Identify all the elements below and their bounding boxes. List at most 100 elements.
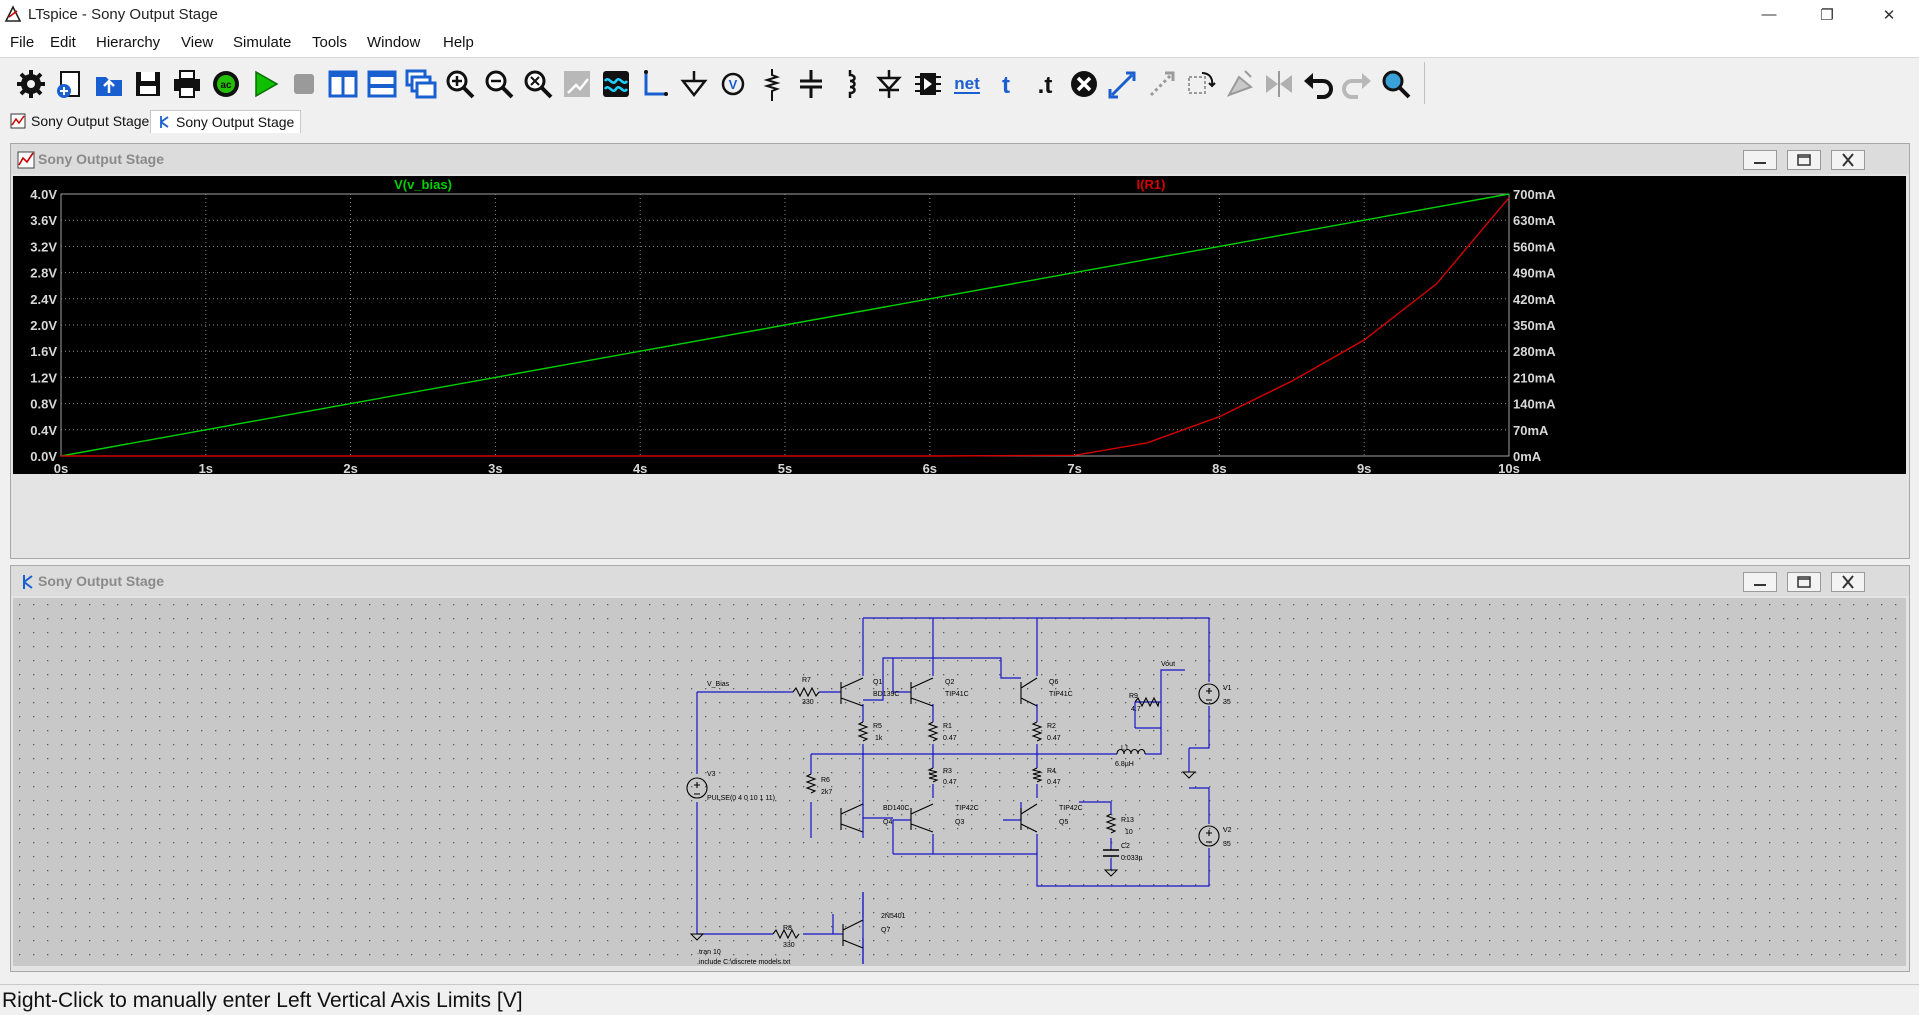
- svg-text:TIP42C: TIP42C: [955, 805, 979, 812]
- component-icon[interactable]: [911, 67, 945, 101]
- control-panel-icon[interactable]: ac: [209, 67, 243, 101]
- capacitor-icon[interactable]: [794, 67, 828, 101]
- flip-icon[interactable]: [1262, 67, 1296, 101]
- close-icon[interactable]: [1831, 572, 1865, 592]
- document-tabs: Sony Output Stage Sony Output Stage: [0, 108, 1919, 134]
- menu-window[interactable]: Window: [367, 34, 421, 51]
- mirror-icon[interactable]: [1223, 67, 1257, 101]
- voltage-sources: [686, 683, 1220, 847]
- svg-text:10: 10: [1125, 829, 1133, 836]
- svg-text:0.47: 0.47: [1047, 779, 1061, 786]
- close-icon[interactable]: ✕: [1882, 6, 1896, 24]
- save-icon[interactable]: [131, 67, 165, 101]
- right-y-tick-label: 630mA: [1513, 213, 1556, 228]
- delete-icon[interactable]: [1067, 67, 1101, 101]
- left-y-tick-label: 1.2V: [30, 370, 57, 385]
- spice-directive-icon[interactable]: .t: [1028, 67, 1062, 101]
- rotate-icon[interactable]: [1184, 67, 1218, 101]
- zoom-out-icon[interactable]: [482, 67, 516, 101]
- tile-horizontal-icon[interactable]: [365, 67, 399, 101]
- ltspice-logo-icon: [4, 5, 22, 22]
- redo-icon[interactable]: [1340, 67, 1374, 101]
- find-icon[interactable]: [1379, 67, 1413, 101]
- left-y-tick-label: 0.8V: [30, 397, 57, 412]
- legend-v-bias[interactable]: V(v_bias): [394, 177, 452, 192]
- svg-text:Q6: Q6: [1049, 679, 1058, 686]
- diode-icon[interactable]: [872, 67, 906, 101]
- x-tick-label: 0s: [54, 461, 68, 474]
- svg-text:R2: R2: [1047, 723, 1056, 730]
- svg-text:BD139C: BD139C: [873, 691, 899, 698]
- move-icon[interactable]: [1106, 67, 1140, 101]
- cascade-icon[interactable]: [404, 67, 438, 101]
- menu-hierarchy[interactable]: Hierarchy: [96, 34, 161, 51]
- net-icon[interactable]: net: [950, 67, 984, 101]
- maximize-icon[interactable]: [1787, 572, 1821, 592]
- series-line-v-bias[interactable]: [60, 193, 1510, 457]
- svg-text:ac: ac: [220, 80, 232, 91]
- maximize-icon[interactable]: [1787, 150, 1821, 170]
- svg-text:2k7: 2k7: [821, 789, 832, 796]
- label-net-icon[interactable]: V: [716, 67, 750, 101]
- left-y-tick-label: 3.2V: [30, 239, 57, 254]
- right-y-tick-label: 700mA: [1513, 187, 1556, 202]
- tab-waveform[interactable]: Sony Output Stage: [6, 110, 155, 132]
- schematic-tab-icon: [160, 116, 169, 128]
- menu-tools[interactable]: Tools: [312, 34, 348, 51]
- waveform-icon[interactable]: [599, 67, 633, 101]
- svg-text:2N5401: 2N5401: [881, 913, 906, 920]
- svg-text:R1: R1: [943, 723, 952, 730]
- svg-text:Q3: Q3: [955, 819, 964, 826]
- run-icon[interactable]: [248, 67, 282, 101]
- left-y-tick-label: 2.0V: [30, 318, 57, 333]
- menu-view[interactable]: View: [181, 34, 214, 51]
- svg-text:TIP42C: TIP42C: [1059, 805, 1083, 812]
- drag-icon[interactable]: [1145, 67, 1179, 101]
- undo-icon[interactable]: [1301, 67, 1335, 101]
- minimize-icon[interactable]: [1743, 572, 1777, 592]
- tab-schematic[interactable]: Sony Output Stage: [150, 110, 302, 133]
- open-icon[interactable]: [92, 67, 126, 101]
- menu-file[interactable]: File: [10, 34, 35, 51]
- right-y-tick-label: 350mA: [1513, 318, 1556, 333]
- x-tick-label: 3s: [488, 461, 502, 474]
- svg-text:net: net: [954, 74, 980, 93]
- wire-icon[interactable]: [638, 67, 672, 101]
- text-icon[interactable]: t: [989, 67, 1023, 101]
- inductor-icon[interactable]: [833, 67, 867, 101]
- new-schematic-icon[interactable]: [53, 67, 87, 101]
- svg-text:Q2: Q2: [945, 679, 954, 686]
- halt-icon[interactable]: [287, 67, 321, 101]
- close-icon[interactable]: [1831, 150, 1865, 170]
- minimize-icon[interactable]: —: [1761, 6, 1777, 23]
- zoom-fit-icon[interactable]: [521, 67, 555, 101]
- restore-icon[interactable]: ❐: [1820, 6, 1834, 24]
- legend-i-r1[interactable]: I(R1): [1137, 177, 1166, 192]
- waveform-tab-icon: [10, 113, 26, 129]
- autorange-icon[interactable]: [560, 67, 594, 101]
- tile-vertical-icon[interactable]: [326, 67, 360, 101]
- gear-icon[interactable]: [14, 67, 48, 101]
- ground-icon[interactable]: [677, 67, 711, 101]
- menu-simulate[interactable]: Simulate: [233, 34, 292, 51]
- series-line-i-r1[interactable]: [61, 197, 1510, 457]
- right-y-tick-label: 420mA: [1513, 292, 1556, 307]
- zoom-in-icon[interactable]: [443, 67, 477, 101]
- menu-help[interactable]: Help: [443, 34, 474, 51]
- minimize-icon[interactable]: [1743, 150, 1777, 170]
- svg-text:R9: R9: [1129, 693, 1138, 700]
- svg-text:R13: R13: [1121, 817, 1134, 824]
- resistor-icon[interactable]: [755, 67, 789, 101]
- x-tick-label: 9s: [1357, 461, 1371, 474]
- x-tick-label: 8s: [1212, 461, 1226, 474]
- status-bar: Right-Click to manually enter Left Verti…: [0, 984, 1919, 1015]
- left-y-tick-label: 1.6V: [30, 344, 57, 359]
- menu-edit[interactable]: Edit: [50, 34, 76, 51]
- print-icon[interactable]: [170, 67, 204, 101]
